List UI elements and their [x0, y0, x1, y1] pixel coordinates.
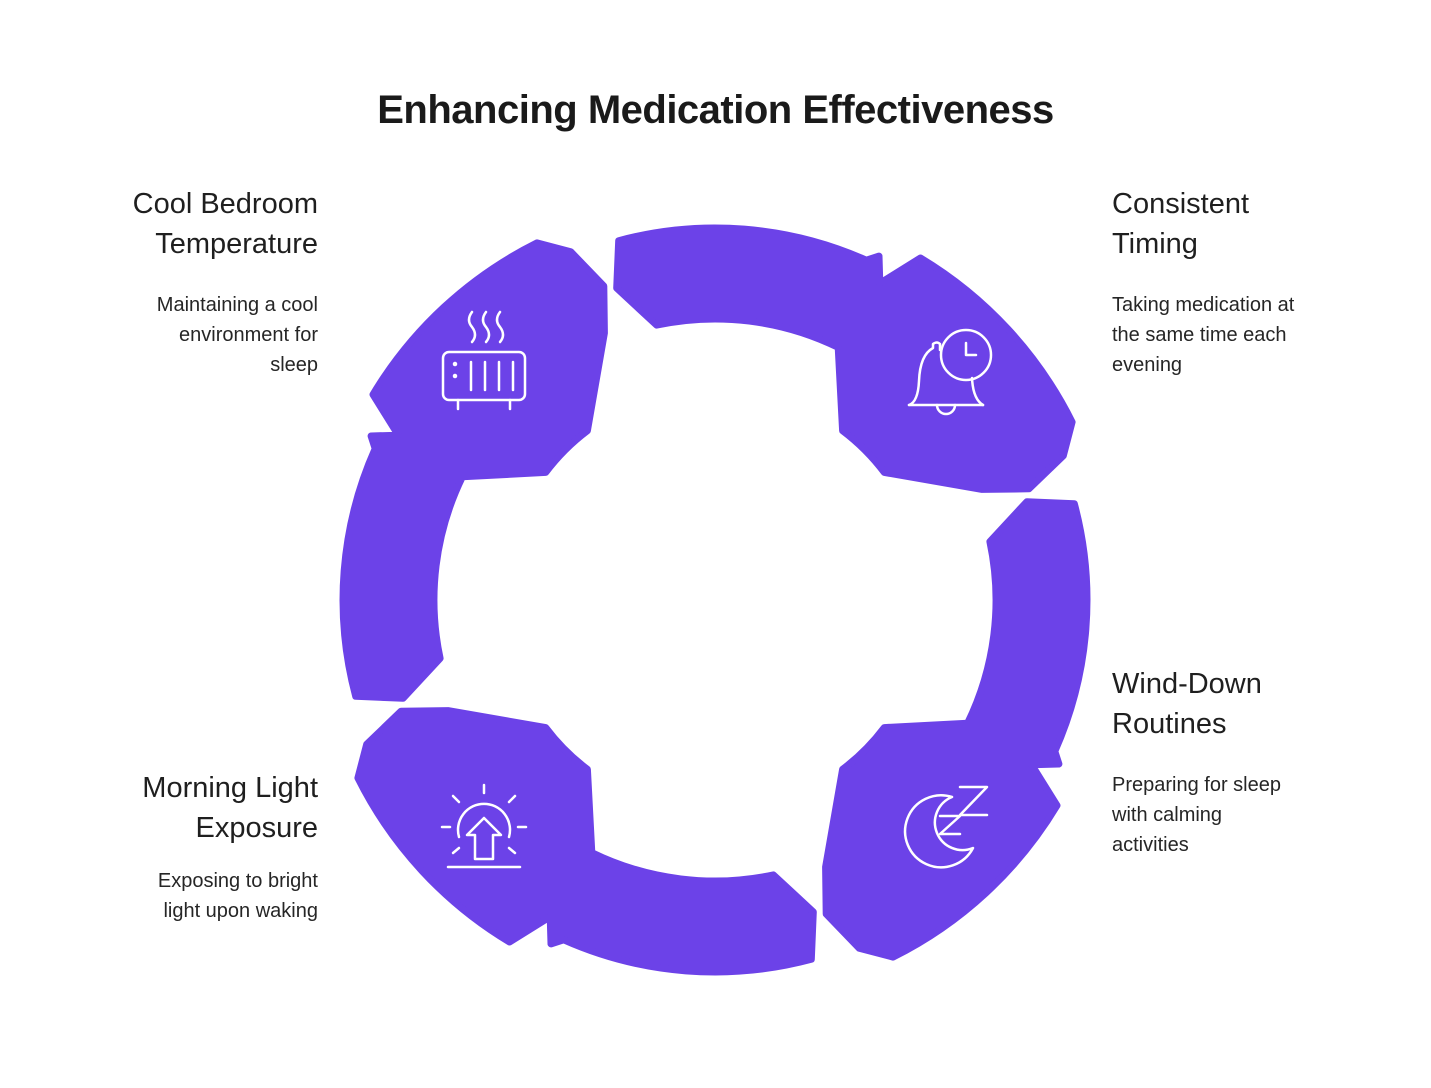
- moon-zzz-icon: [903, 785, 989, 869]
- item-top-left: Cool Bedroom Temperature Maintaining a c…: [58, 184, 318, 380]
- item-description: Preparing for sleep with calming activit…: [1112, 774, 1281, 856]
- item-description: Maintaining a cool environment for sleep: [156, 294, 318, 376]
- cycle-segment: [354, 707, 817, 976]
- item-description: Taking medication at the same time each …: [1112, 294, 1295, 376]
- item-top-right: Consistent Timing Taking medication at t…: [1112, 184, 1372, 380]
- item-bottom-right: Wind-Down Routines Preparing for sleep w…: [1112, 664, 1372, 860]
- cycle-segment: [339, 239, 608, 702]
- item-bottom-left: Morning Light Exposure Exposing to brigh…: [58, 768, 318, 926]
- cycle-segment: [822, 498, 1091, 961]
- item-heading: Consistent Timing: [1112, 188, 1250, 260]
- sunrise-arrow-icon: [440, 783, 528, 869]
- page-title: Enhancing Medication Effectiveness: [377, 88, 1054, 132]
- cycle-segment: [613, 224, 1076, 493]
- heater-icon: [441, 310, 527, 411]
- item-description: Exposing to bright light upon waking: [157, 870, 318, 922]
- item-heading: Cool Bedroom Temperature: [132, 188, 318, 260]
- item-heading: Wind-Down Routines: [1112, 668, 1262, 740]
- item-heading: Morning Light Exposure: [142, 772, 318, 844]
- bell-clock-icon: [907, 328, 993, 416]
